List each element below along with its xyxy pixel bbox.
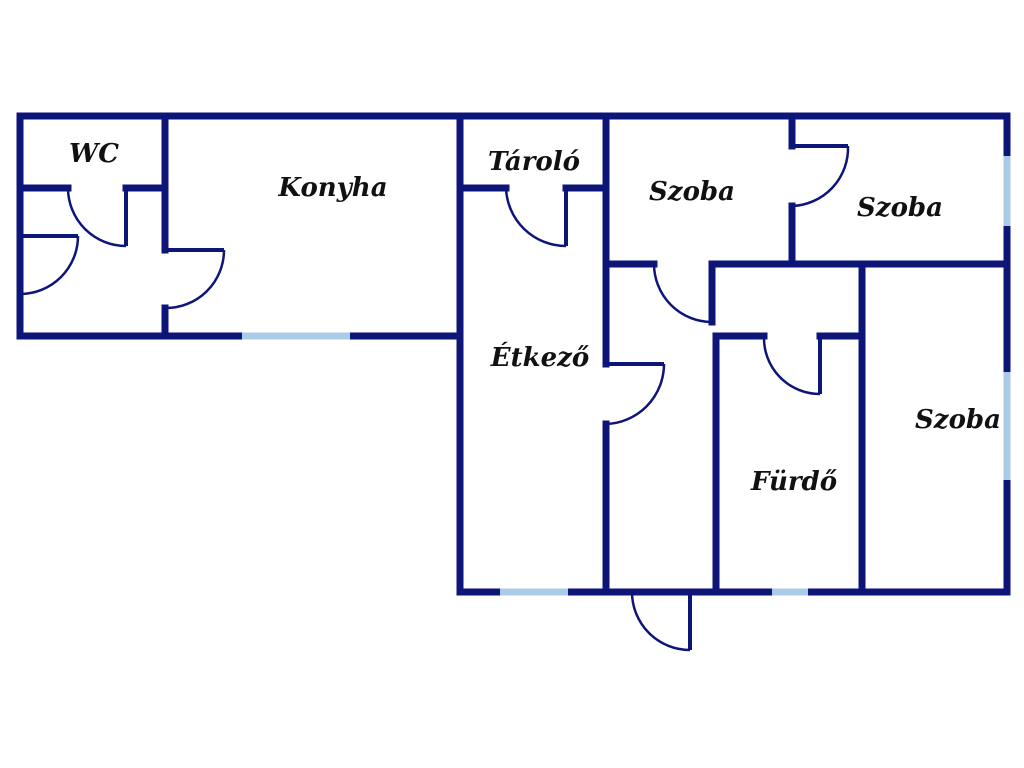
windows	[242, 156, 1011, 596]
door-wc	[66, 187, 128, 248]
door-furdo	[762, 335, 822, 396]
door-entrance-main	[630, 591, 692, 652]
door-konyha	[164, 248, 226, 310]
label-szoba-3: Szoba	[915, 405, 1001, 435]
doors	[19, 144, 850, 652]
label-szoba-1: Szoba	[649, 177, 735, 207]
label-furdo: Fürdő	[750, 467, 837, 497]
door-entry-left	[19, 234, 80, 296]
label-konyha: Konyha	[277, 173, 387, 203]
door-tarolo	[504, 187, 568, 248]
label-wc: WC	[69, 139, 119, 169]
door-etkezo	[605, 362, 666, 426]
label-szoba-2: Szoba	[857, 193, 943, 223]
door-szoba-hall	[652, 263, 714, 324]
label-tarolo: Tároló	[488, 147, 580, 177]
door-szoba-szoba	[791, 144, 850, 208]
label-etkezo: Étkező	[490, 341, 590, 373]
room-labels: WC Konyha Tároló Szoba Szoba Étkező Szob…	[69, 139, 1001, 497]
